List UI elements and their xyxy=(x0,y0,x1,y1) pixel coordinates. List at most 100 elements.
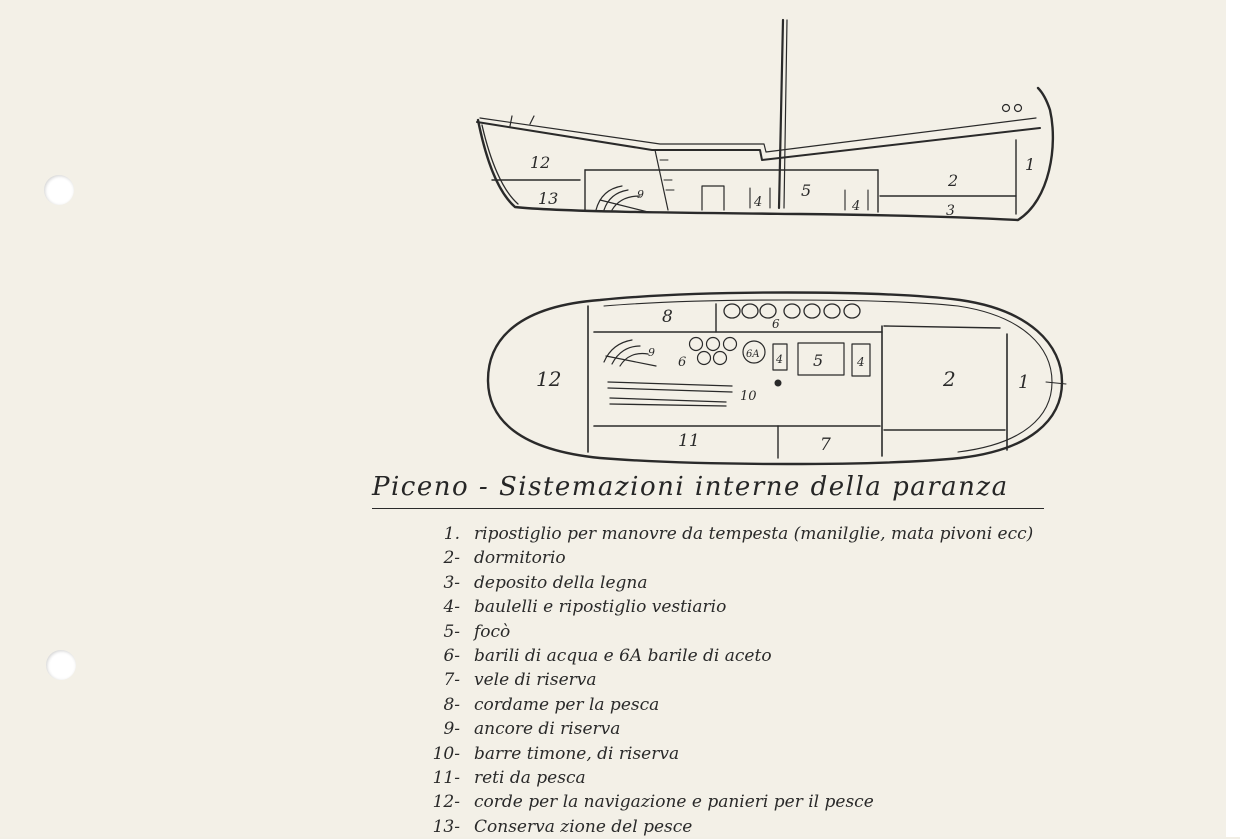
mast xyxy=(777,18,785,210)
legend-number: 12- xyxy=(432,792,460,813)
legend-number: 8- xyxy=(443,694,460,715)
water-barrels-small xyxy=(688,336,766,366)
legend-number: 3- xyxy=(443,572,460,593)
legend-text: deposito della legna xyxy=(474,572,648,593)
side-label-3: 3 xyxy=(946,203,955,219)
legend-text: cordame per la pesca xyxy=(474,694,660,715)
legend-item: 6- barili di acqua e 6A barile di aceto xyxy=(420,644,1033,668)
vinegar-barrel xyxy=(742,340,766,364)
diagram-title: Piceno - Sistemazioni interne della para… xyxy=(372,472,1009,502)
ladder-steps xyxy=(659,159,675,191)
hull-outline-top xyxy=(486,291,1064,466)
legend-text: baulelli e ripostiglio vestiario xyxy=(474,597,727,618)
locker-4-a xyxy=(772,343,788,371)
side-label-2: 2 xyxy=(947,171,958,190)
top-view: 8 6 12 9 6 6A 4 5 4 10 2 1 11 7 xyxy=(486,291,1067,466)
barrel xyxy=(696,350,712,366)
legend-item: 13- Conserva zione del pesce xyxy=(420,815,1033,839)
side-view: 12 13 9 4 5 4 2 1 3 xyxy=(476,18,1055,222)
hull-outline-side xyxy=(476,86,1055,222)
mast-shadow xyxy=(783,19,788,209)
legend-item: 9-ancore di riserva xyxy=(420,717,1033,741)
top-label-11: 11 xyxy=(678,431,700,451)
top-label-4b: 4 xyxy=(856,355,865,369)
legend-item: 2-dormitorio xyxy=(420,546,1033,570)
tiller-bar-2 xyxy=(609,397,727,407)
legend-text: dormitorio xyxy=(474,548,566,569)
barrel xyxy=(741,303,759,319)
legend-number: 11- xyxy=(432,767,460,788)
top-label-9: 9 xyxy=(648,346,655,359)
barrel xyxy=(759,303,777,319)
legend-text: corde per la navigazione e panieri per i… xyxy=(474,792,874,813)
bow-bitt-2 xyxy=(1013,103,1023,113)
legend-item: 3- deposito della legna xyxy=(420,571,1033,595)
legend-text: barre timone, di riserva xyxy=(474,743,680,764)
legend-item: 7- vele di riserva xyxy=(420,668,1033,692)
side-label-9: 9 xyxy=(637,188,644,201)
legend-number: 13- xyxy=(432,816,460,837)
legend-text: vele di riserva xyxy=(474,670,597,691)
punch-hole-top xyxy=(44,175,74,205)
barrel xyxy=(712,350,728,366)
mast-step xyxy=(774,379,782,387)
side-label-4a: 4 xyxy=(753,195,762,210)
anchors-sketch-side xyxy=(595,185,649,213)
barrel xyxy=(688,336,704,352)
legend-number: 4- xyxy=(443,597,460,618)
dormitory-top xyxy=(883,325,1001,329)
legend-number: 5- xyxy=(443,621,460,642)
locker-4-side-a xyxy=(749,187,771,209)
top-label-10: 10 xyxy=(740,389,757,404)
top-label-7: 7 xyxy=(820,435,831,455)
legend-text: ancore di riserva xyxy=(474,719,621,740)
title-underline xyxy=(372,508,1044,509)
top-label-5: 5 xyxy=(813,351,823,370)
legend-number: 10- xyxy=(432,743,460,764)
stove-box xyxy=(701,185,725,211)
legend-item: 4- baulelli e ripostiglio vestiario xyxy=(420,595,1033,619)
stove-5 xyxy=(797,342,845,376)
top-label-8: 8 xyxy=(662,307,673,327)
side-label-13: 13 xyxy=(538,189,558,208)
legend-number: 1. xyxy=(443,524,460,544)
top-label-6: 6 xyxy=(678,355,686,370)
legend-text: barili di acqua e 6A barile di aceto xyxy=(474,645,772,666)
side-label-5: 5 xyxy=(801,181,811,200)
legend-item: 10- barre timone, di riserva xyxy=(420,742,1033,766)
top-label-6a: 6A xyxy=(746,349,760,360)
legend-number: 6- xyxy=(443,645,460,666)
barrel xyxy=(705,336,721,352)
legend-number: 7- xyxy=(443,670,460,691)
bow-point xyxy=(1045,381,1067,385)
hull-double-line xyxy=(481,124,519,205)
side-label-12: 12 xyxy=(530,153,550,172)
gunwale-line xyxy=(479,117,1037,153)
top-label-1: 1 xyxy=(1018,372,1029,393)
legend-text: Conserva zione del pesce xyxy=(474,816,693,837)
tiller-bar-1 xyxy=(607,381,733,393)
barrel xyxy=(803,303,821,319)
stern-details xyxy=(509,115,535,127)
locker-4-b xyxy=(851,343,871,377)
scan-edge xyxy=(1226,0,1240,837)
bow-bitt-1 xyxy=(1001,103,1011,113)
barrel xyxy=(843,303,861,319)
top-label-12: 12 xyxy=(536,367,561,391)
legend-item: 5- focò xyxy=(420,620,1033,644)
water-barrels-row xyxy=(723,303,861,319)
legend-item: 1. ripostiglio per manovre da tempesta (m… xyxy=(420,522,1034,546)
barrel xyxy=(783,303,801,319)
anchors-sketch-top xyxy=(603,339,657,367)
legend-text: focò xyxy=(474,621,511,642)
legend-list: 1. ripostiglio per manovre da tempesta (m… xyxy=(420,522,1034,839)
barrel xyxy=(722,336,738,352)
top-label-6-row: 6 xyxy=(772,317,780,331)
legend-text: ripostiglio per manovre da tempesta (man… xyxy=(474,524,1034,544)
locker-4-side-b xyxy=(844,189,869,211)
legend-item: 8- cordame per la pesca xyxy=(420,693,1033,717)
barrel xyxy=(823,303,841,319)
legend-text: reti da pesca xyxy=(474,767,586,788)
